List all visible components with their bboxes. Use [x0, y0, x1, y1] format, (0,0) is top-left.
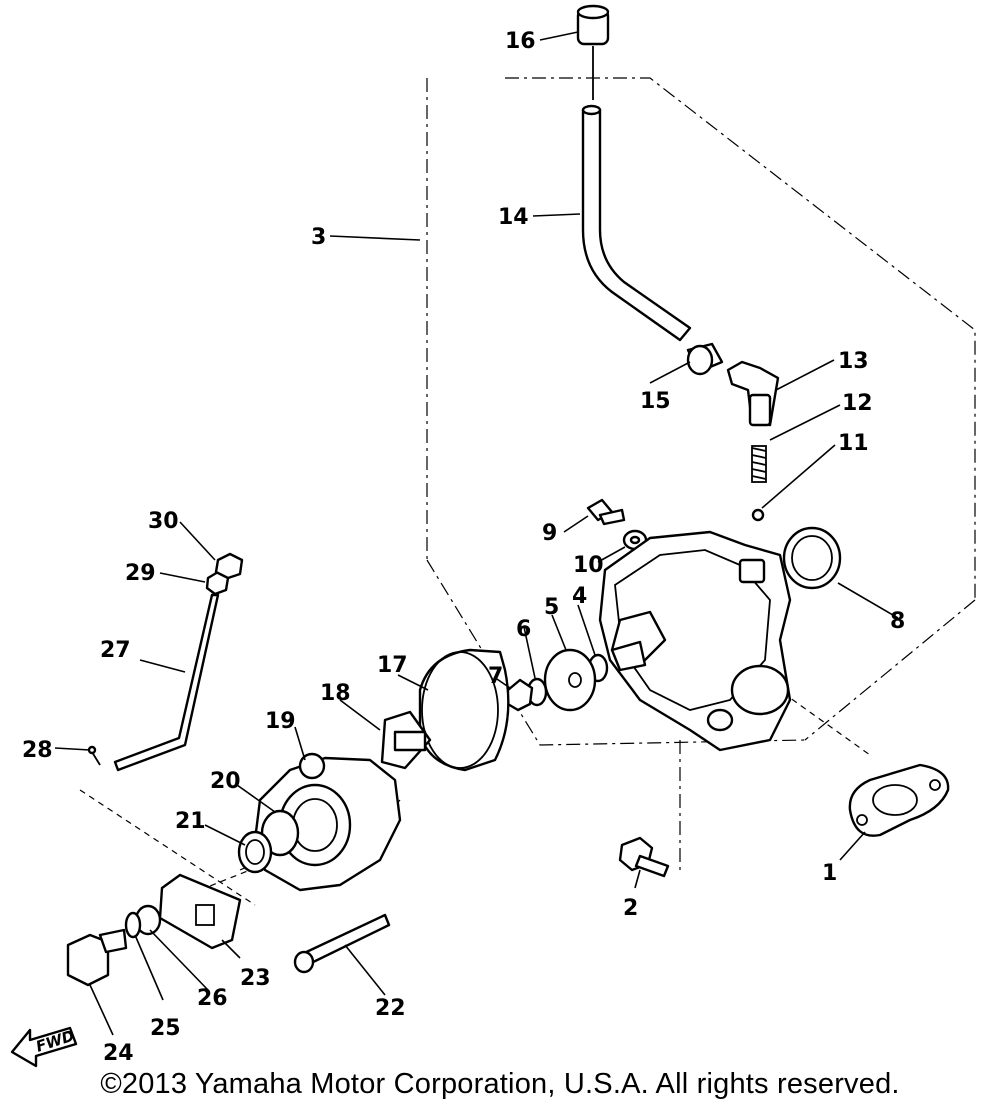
callout-18: 18	[320, 681, 351, 706]
part-7-nut	[504, 678, 534, 712]
callout-26: 26	[197, 986, 228, 1011]
callout-3: 3	[311, 225, 326, 250]
part-30-nut	[214, 552, 244, 580]
part-24-bolt	[66, 928, 128, 987]
main-pump-body	[598, 530, 792, 752]
callout-12: 12	[842, 391, 873, 416]
callout-28: 28	[22, 738, 53, 763]
callout-labels: 16 14 3 15 13 12 11 9 10 8 4 5 6 7 17 18…	[22, 29, 905, 1066]
part-1-gasket	[848, 763, 950, 837]
callout-22: 22	[375, 996, 406, 1021]
part-5-gear	[543, 648, 597, 712]
callout-27: 27	[100, 638, 131, 663]
copyright-notice: ©2013 Yamaha Motor Corporation, U.S.A. A…	[100, 1068, 900, 1100]
part-21-seal	[237, 830, 273, 874]
callout-29: 29	[125, 561, 156, 586]
part-2-bolt	[618, 836, 670, 878]
callout-17: 17	[377, 653, 408, 678]
part-8-ring	[782, 526, 842, 590]
callout-30: 30	[148, 509, 179, 534]
part-15-joint	[686, 342, 724, 376]
callout-16: 16	[505, 29, 536, 54]
callout-24: 24	[103, 1041, 134, 1066]
callout-5: 5	[544, 595, 559, 620]
part-17-cover	[418, 648, 510, 772]
part-16-cap	[576, 4, 610, 100]
part-27-rod	[113, 593, 220, 772]
callout-8: 8	[890, 609, 905, 634]
callout-23: 23	[240, 966, 271, 991]
part-9-bolt	[586, 498, 626, 526]
callout-7: 7	[488, 664, 503, 689]
callout-11: 11	[838, 431, 869, 456]
callout-10: 10	[573, 553, 604, 578]
part-22-long-bolt	[293, 913, 391, 974]
callout-6: 6	[516, 617, 531, 642]
part-28-pin	[87, 745, 101, 766]
part-14-hose	[581, 104, 692, 342]
part-11-ball	[751, 508, 765, 522]
part-13-elbow	[726, 360, 780, 427]
callout-1: 1	[822, 861, 837, 886]
callout-9: 9	[542, 521, 557, 546]
callout-25: 25	[150, 1016, 181, 1041]
callout-13: 13	[838, 349, 869, 374]
part-23-plate	[158, 873, 242, 950]
callout-21: 21	[175, 809, 206, 834]
part-25-washer	[124, 911, 142, 939]
callout-14: 14	[498, 205, 529, 230]
callout-19: 19	[265, 709, 296, 734]
part-12-spring	[751, 445, 767, 483]
callout-15: 15	[640, 389, 671, 414]
callout-4: 4	[572, 584, 587, 609]
part-18-shaft	[380, 710, 432, 770]
callout-2: 2	[623, 896, 638, 921]
callout-20: 20	[210, 769, 241, 794]
fwd-arrow: FWD	[10, 1027, 78, 1068]
part-19-housing	[253, 752, 402, 892]
leader-lines	[54, 31, 899, 1036]
